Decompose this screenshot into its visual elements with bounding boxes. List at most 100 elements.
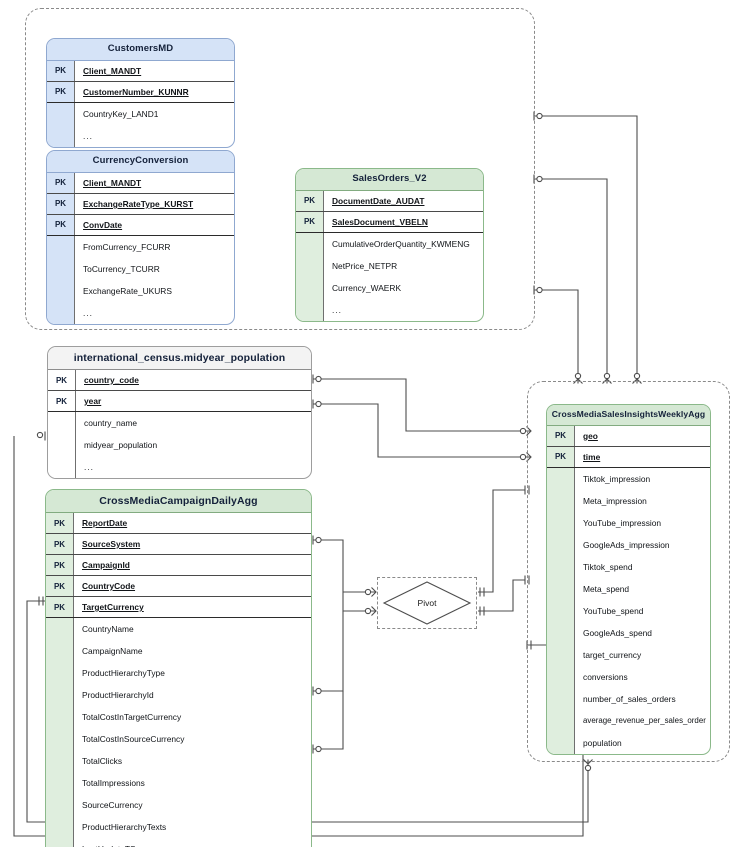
pk-badge: PK [46,597,73,618]
column-name: ReportDate [73,513,311,534]
table-row[interactable]: midyear_population [48,434,311,457]
key-spacer [47,102,74,125]
pk-badge: PK [296,211,323,232]
table-row[interactable]: target_currency [547,643,710,666]
entity-title: CurrencyConversion [47,151,234,173]
entity-title: CrossMediaCampaignDailyAgg [46,490,311,514]
column-name: YouTube_spend [574,599,710,622]
table-row[interactable]: average_revenue_per_sales_order [547,709,710,732]
key-spacer [547,533,574,556]
table-row[interactable]: ... [47,301,234,324]
table-row[interactable]: CumulativeOrderQuantity_KWMENG [296,232,483,255]
table-row[interactable]: CountryName [46,618,311,641]
table-row[interactable]: Meta_spend [547,577,710,600]
entity-midyear-population[interactable]: international_census.midyear_population … [47,346,312,480]
table-row[interactable]: FromCurrency_FCURR [47,235,234,258]
key-spacer [46,706,73,729]
table-row[interactable]: PK CampaignId [46,555,311,577]
key-spacer [46,750,73,773]
entity-salesorders-v2[interactable]: SalesOrders_V2 PK DocumentDate_AUDAT PK … [295,168,484,322]
key-spacer [46,816,73,839]
column-name: LastUpdateTS [73,838,311,847]
table-row[interactable]: PK ReportDate [46,513,311,535]
pk-badge: PK [296,190,323,211]
key-spacer [46,640,73,663]
column-name: population [574,731,710,754]
table-row[interactable]: country_name [48,412,311,435]
table-row[interactable]: GoogleAds_spend [547,621,710,644]
table-row[interactable]: PK TargetCurrency [46,597,311,619]
column-name: SourceCurrency [73,794,311,817]
table-row[interactable]: conversions [547,665,710,688]
table-row[interactable]: PK Client_MANDT [47,172,234,194]
target-model-group [527,381,730,762]
table-row[interactable]: Tiktok_impression [547,467,710,490]
table-row[interactable]: LastUpdateTS [46,838,311,847]
table-row[interactable]: PK ExchangeRateType_KURST [47,193,234,215]
table-row[interactable]: ToCurrency_TCURR [47,257,234,280]
table-row[interactable]: ProductHierarchyType [46,662,311,685]
table-row[interactable]: TotalCostInTargetCurrency [46,706,311,729]
table-row[interactable]: NetPrice_NETPR [296,254,483,277]
column-name: CountryKey_LAND1 [74,102,234,125]
column-name: ConvDate [74,214,234,235]
table-row[interactable]: ProductHierarchyTexts [46,816,311,839]
table-row[interactable]: TotalCostInSourceCurrency [46,728,311,751]
table-row[interactable]: PK SourceSystem [46,534,311,556]
table-row[interactable]: PK geo [547,425,710,447]
table-row[interactable]: TotalClicks [46,750,311,773]
table-row[interactable]: PK Client_MANDT [47,60,234,82]
table-row[interactable]: number_of_sales_orders [547,687,710,710]
pk-badge: PK [48,391,75,412]
column-name: geo [574,425,710,446]
table-row[interactable]: PK DocumentDate_AUDAT [296,190,483,212]
column-name: Tiktok_impression [574,467,710,490]
table-row[interactable]: Currency_WAERK [296,276,483,299]
pivot-diamond-shape [382,581,472,625]
key-spacer [547,731,574,754]
entity-crossmediacampaigndailyagg[interactable]: CrossMediaCampaignDailyAgg PK ReportDate… [45,489,312,847]
table-row[interactable]: PK CountryCode [46,576,311,598]
table-row[interactable]: CountryKey_LAND1 [47,102,234,125]
entity-customersmd[interactable]: CustomersMD PK Client_MANDT PK CustomerN… [46,38,235,148]
entity-title: CustomersMD [47,39,234,61]
pivot-node[interactable]: Pivot [382,580,472,626]
table-row[interactable]: Meta_impression [547,489,710,512]
table-row[interactable]: SourceCurrency [46,794,311,817]
table-row[interactable]: ProductHierarchyId [46,684,311,707]
entity-currencyconversion[interactable]: CurrencyConversion PK Client_MANDT PK Ex… [46,150,235,325]
entity-title: CrossMediaSalesInsightsWeeklyAgg [547,405,710,426]
key-spacer [46,618,73,641]
entity-rows: PK Client_MANDT PK CustomerNumber_KUNNR … [47,60,234,147]
column-name: Currency_WAERK [323,276,483,299]
entity-crossmediasalesinsightsweeklyagg[interactable]: CrossMediaSalesInsightsWeeklyAgg PK geo … [546,404,711,755]
column-name: Meta_impression [574,489,710,512]
table-row[interactable]: ... [47,124,234,147]
table-row[interactable]: PK ConvDate [47,214,234,236]
column-name: CampaignName [73,640,311,663]
table-row[interactable]: population [547,731,710,754]
table-row[interactable]: YouTube_spend [547,599,710,622]
table-row[interactable]: GoogleAds_impression [547,533,710,556]
table-row[interactable]: PK year [48,391,311,413]
column-name: Meta_spend [574,577,710,600]
pk-badge: PK [47,172,74,193]
table-row[interactable]: ... [296,298,483,321]
pk-badge: PK [47,193,74,214]
pk-badge: PK [46,576,73,597]
key-spacer [47,301,74,324]
table-row[interactable]: ... [48,456,311,479]
table-row[interactable]: PK country_code [48,370,311,392]
table-row[interactable]: ExchangeRate_UKURS [47,279,234,302]
table-row[interactable]: YouTube_impression [547,511,710,534]
table-row[interactable]: CampaignName [46,640,311,663]
pk-badge: PK [47,214,74,235]
key-spacer [46,772,73,795]
table-row[interactable]: Tiktok_spend [547,555,710,578]
column-name: GoogleAds_impression [574,533,710,556]
table-row[interactable]: PK CustomerNumber_KUNNR [47,81,234,103]
table-row[interactable]: PK SalesDocument_VBELN [296,211,483,233]
table-row[interactable]: PK time [547,446,710,468]
entity-rows: PK geo PK time Tiktok_impression Meta_im… [547,425,710,754]
table-row[interactable]: TotalImpressions [46,772,311,795]
